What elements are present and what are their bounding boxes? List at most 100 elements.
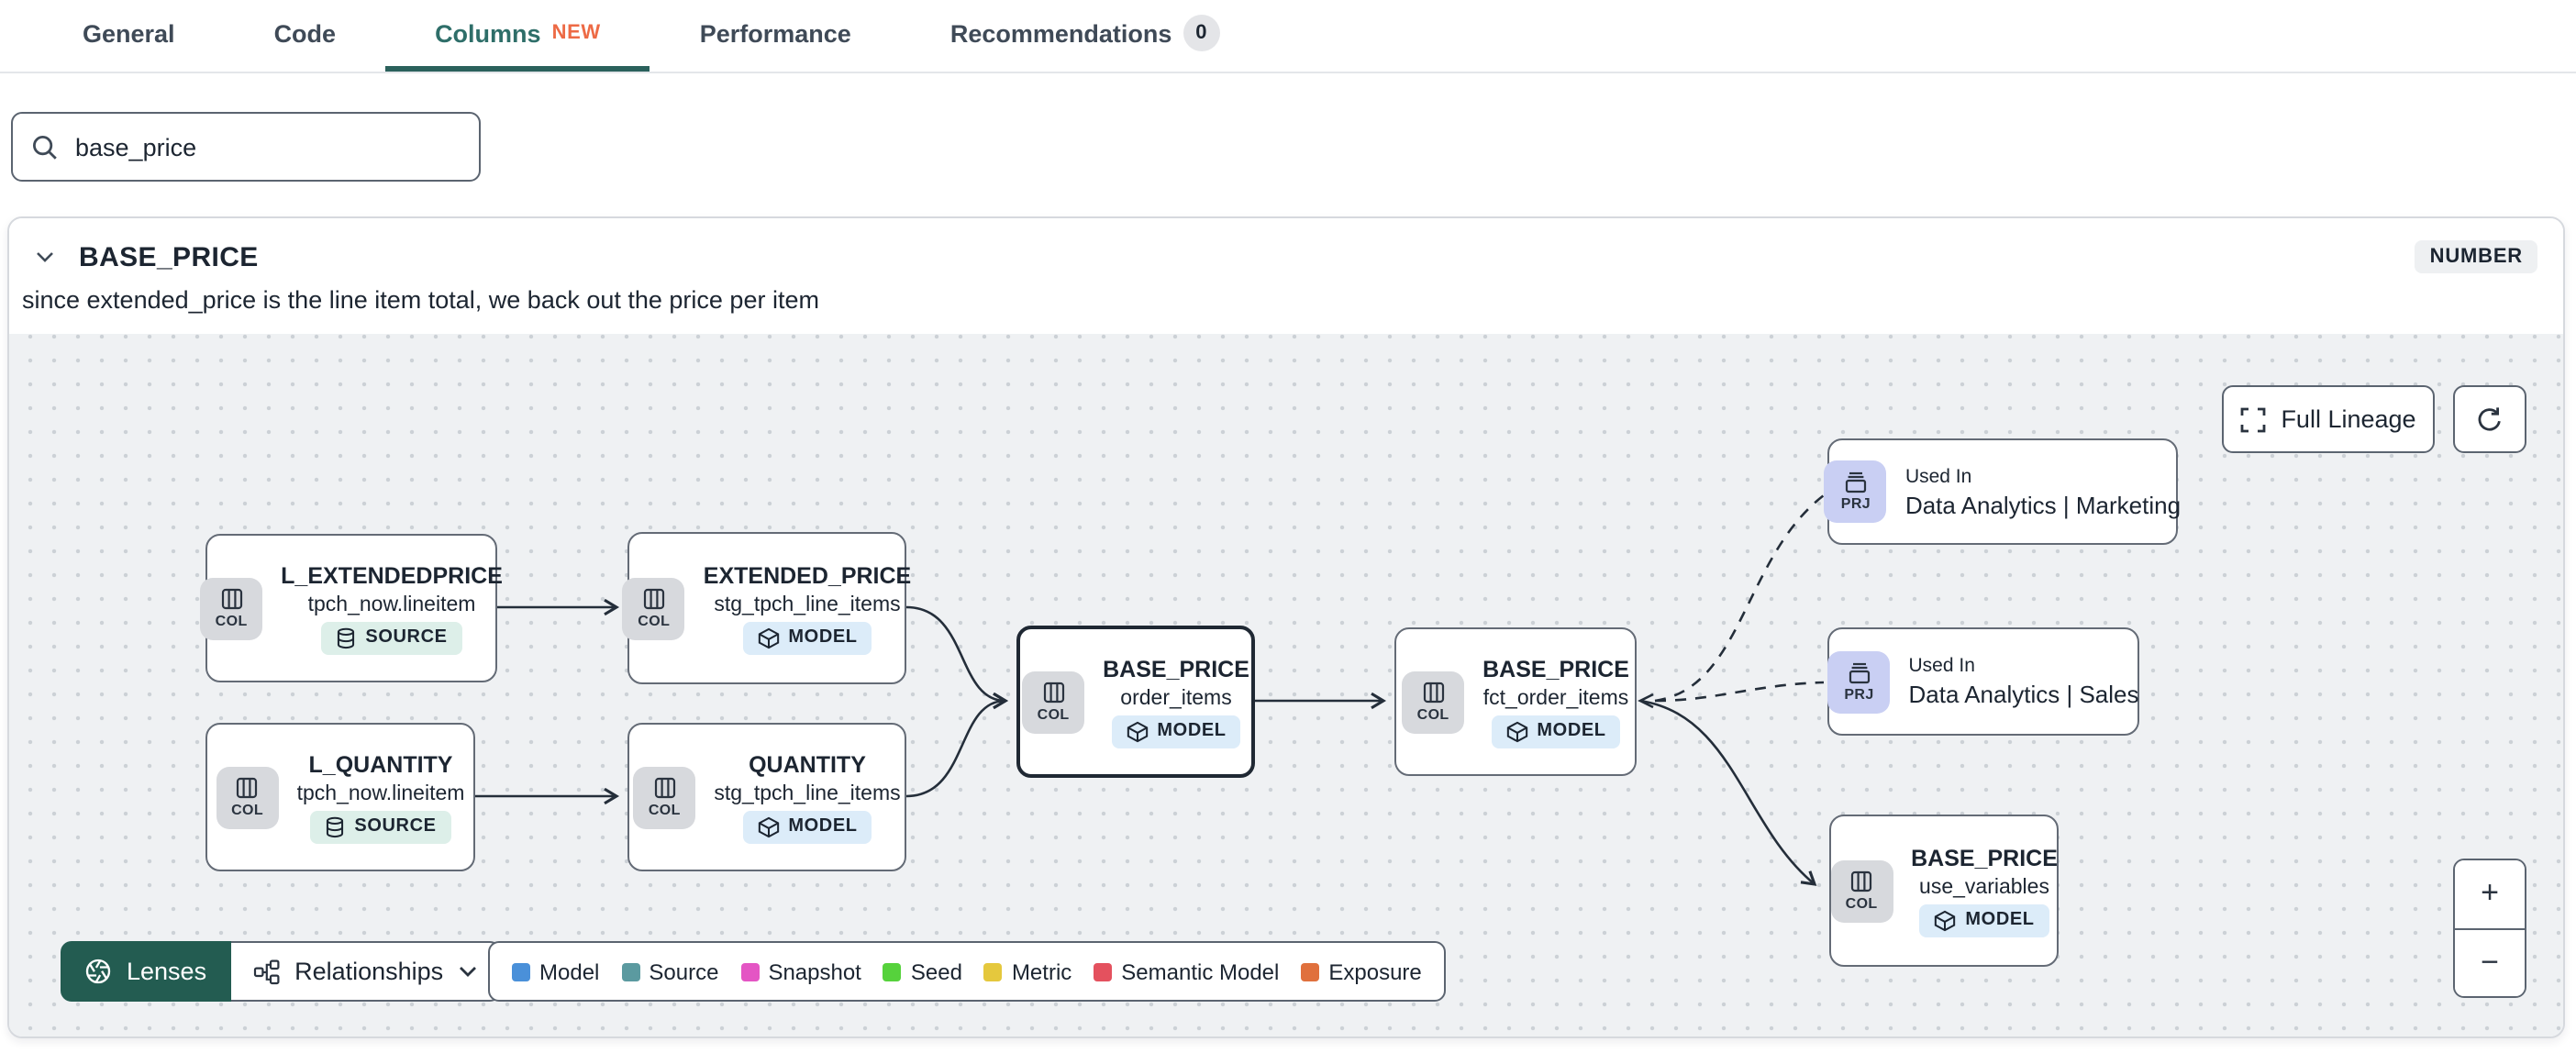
aperture-icon [85, 959, 111, 984]
tab-recommendations[interactable]: Recommendations 0 [901, 0, 1270, 72]
tab-bar: General Code Columns NEW Performance Rec… [0, 0, 2576, 73]
used-in-label: Used In [1908, 655, 1975, 677]
chip-label: COL [231, 802, 264, 818]
tab-general[interactable]: General [33, 0, 225, 72]
legend-label: Source [649, 959, 719, 984]
refresh-button[interactable] [2453, 385, 2526, 453]
search-icon [33, 135, 57, 159]
legend-item-metric: Metric [983, 959, 1071, 984]
used-in-label: Used In [1904, 465, 1972, 487]
zoom-in-button[interactable]: + [2455, 860, 2525, 929]
lineage-canvas[interactable]: COL L_EXTENDEDPRICE tpch_now.lineitem SO… [9, 334, 2563, 1038]
chip-label: COL [1037, 706, 1070, 723]
relationships-dropdown[interactable]: Relationships [230, 941, 501, 1002]
tab-columns[interactable]: Columns NEW [385, 0, 650, 72]
archive-icon [1849, 661, 1870, 683]
tab-performance[interactable]: Performance [650, 0, 901, 72]
cube-icon [1506, 720, 1527, 742]
node-title: BASE_PRICE [1482, 656, 1629, 682]
legend-swatch [1301, 962, 1320, 981]
columns-icon [221, 588, 242, 610]
node-base-price-fct-order-items[interactable]: COL BASE_PRICE fct_order_items MODEL [1394, 627, 1637, 776]
cube-icon [1935, 909, 1956, 931]
chip-label: PRJ [1840, 495, 1871, 512]
legend-item-seed: Seed [883, 959, 962, 984]
legend-swatch [621, 962, 640, 981]
chevron-down-icon[interactable] [35, 249, 55, 264]
columns-icon [1851, 870, 1872, 892]
node-extended-price[interactable]: COL EXTENDED_PRICE stg_tpch_line_items M… [622, 532, 911, 684]
database-icon [327, 815, 344, 837]
columns-icon [643, 588, 664, 610]
columns-icon [1043, 682, 1064, 704]
cube-icon [758, 626, 779, 648]
relationships-icon [252, 959, 279, 984]
column-chip: COL [622, 577, 685, 639]
legend-swatch [983, 962, 1003, 981]
node-base-price-order-items[interactable]: COL BASE_PRICE order_items MODEL [1016, 626, 1255, 778]
node-subtitle: use_variables [1919, 876, 2049, 898]
node-title: EXTENDED_PRICE [703, 562, 912, 588]
columns-icon [1423, 682, 1444, 704]
legend-label: Exposure [1328, 959, 1422, 984]
legend-label: Seed [910, 959, 962, 984]
lens-toolbar: Lenses Relationships [61, 941, 501, 1002]
zoom-controls: + − [2453, 859, 2526, 998]
node-subtitle: stg_tpch_line_items [714, 593, 901, 615]
legend-item-model: Model [512, 959, 599, 984]
legend-swatch [883, 962, 902, 981]
tab-code[interactable]: Code [225, 0, 386, 72]
badge-label: MODEL [1537, 721, 1606, 741]
database-icon [338, 626, 355, 648]
zoom-out-button[interactable]: − [2455, 929, 2525, 996]
lenses-button[interactable]: Lenses [61, 941, 231, 1002]
full-lineage-button[interactable]: Full Lineage [2222, 385, 2435, 453]
chip-label: PRJ [1844, 685, 1874, 702]
resource-badge: MODEL [1111, 715, 1241, 748]
columns-icon [237, 777, 258, 799]
chip-label: COL [1416, 706, 1449, 723]
legend-item-snapshot: Snapshot [740, 959, 861, 984]
column-type-badge: NUMBER [2415, 240, 2537, 273]
chevron-down-icon [459, 967, 476, 977]
legend-label: Snapshot [768, 959, 861, 984]
badge-label: MODEL [1965, 910, 2035, 930]
column-description: since extended_price is the line item to… [22, 286, 819, 314]
node-l-quantity[interactable]: COL L_QUANTITY tpch_now.lineitem SOURCE [205, 723, 475, 871]
node-title: Data Analytics | Sales [1908, 681, 2139, 708]
node-base-price-use-variables[interactable]: COL BASE_PRICE use_variables MODEL [1829, 815, 2059, 967]
cube-icon [758, 815, 779, 837]
edge-extprice-orderitems [905, 605, 1005, 701]
lenses-label: Lenses [127, 958, 207, 985]
legend-swatch [740, 962, 760, 981]
edge-converge-arrowhead [1638, 693, 1654, 709]
node-quantity[interactable]: COL QUANTITY stg_tpch_line_items MODEL [627, 723, 906, 871]
node-subtitle: stg_tpch_line_items [714, 782, 901, 804]
node-l-extendedprice[interactable]: COL L_EXTENDEDPRICE tpch_now.lineitem SO… [200, 534, 503, 682]
lineage-edges [475, 493, 1825, 1038]
column-chip: COL [1402, 671, 1465, 733]
resource-badge: SOURCE [321, 621, 462, 654]
search-input[interactable] [75, 133, 461, 161]
resource-badge: SOURCE [310, 810, 451, 843]
full-lineage-label: Full Lineage [2281, 405, 2416, 433]
column-chip: COL [1022, 671, 1085, 733]
resource-badge: MODEL [742, 810, 872, 843]
legend-item-semantic-model: Semantic Model [1094, 959, 1279, 984]
resource-badge: MODEL [742, 621, 872, 654]
resource-badge: MODEL [1919, 903, 2049, 937]
node-subtitle: fct_order_items [1482, 687, 1629, 709]
node-exposure-sales[interactable]: PRJ Used In Data Analytics | Sales [1827, 627, 2139, 736]
badge-label: SOURCE [354, 816, 437, 837]
node-title: QUANTITY [749, 751, 866, 777]
node-subtitle: order_items [1120, 687, 1232, 709]
column-name: BASE_PRICE [79, 241, 259, 272]
legend-label: Semantic Model [1121, 959, 1280, 984]
badge-label: MODEL [1157, 721, 1227, 741]
column-search [11, 112, 481, 182]
node-title: BASE_PRICE [1103, 656, 1249, 682]
edge-fct-usevariables [1639, 699, 1815, 884]
tab-label: Code [273, 19, 337, 47]
node-title: Data Analytics | Marketing [1904, 491, 2182, 518]
node-exposure-marketing[interactable]: PRJ Used In Data Analytics | Marketing [1824, 438, 2182, 545]
